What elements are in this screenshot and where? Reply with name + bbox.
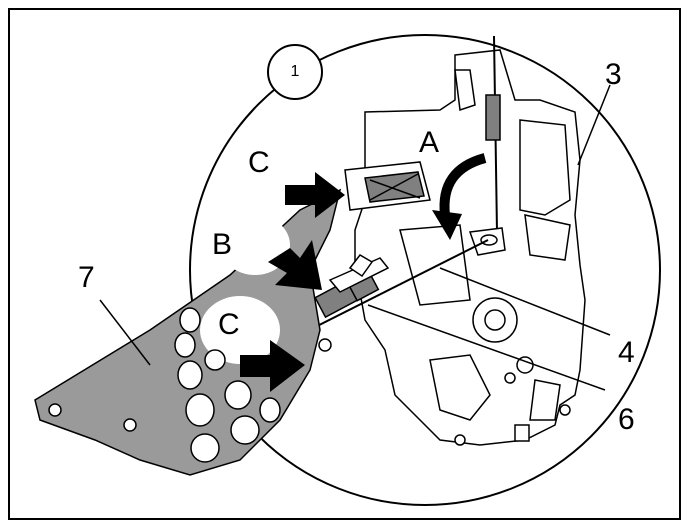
label-c-bottom: C	[218, 308, 240, 341]
push-arrow-lower	[240, 340, 305, 392]
push-arrows	[240, 172, 345, 392]
label-part-3: 3	[605, 58, 622, 91]
step-number-badge: 1	[267, 44, 323, 100]
leader-7	[99, 299, 151, 366]
label-part-7: 7	[78, 261, 95, 294]
lock-housing	[354, 49, 586, 446]
label-a: A	[419, 126, 440, 159]
rotation-arrow	[432, 153, 487, 240]
label-b: B	[212, 228, 233, 261]
vertical-rod	[485, 35, 501, 233]
push-arrow-middle	[268, 240, 322, 290]
connector-clip	[328, 254, 390, 293]
panel-holes	[174, 307, 281, 463]
label-c-top: C	[248, 146, 270, 179]
label-part-4: 4	[618, 336, 635, 369]
push-arrow-upper	[285, 172, 345, 218]
retaining-clip	[344, 161, 431, 211]
leader-3	[577, 84, 611, 166]
leader-lines	[99, 84, 611, 391]
trim-panel	[34, 188, 342, 476]
leader-4	[439, 267, 611, 336]
label-part-6: 6	[618, 403, 635, 436]
leader-6	[367, 304, 606, 391]
